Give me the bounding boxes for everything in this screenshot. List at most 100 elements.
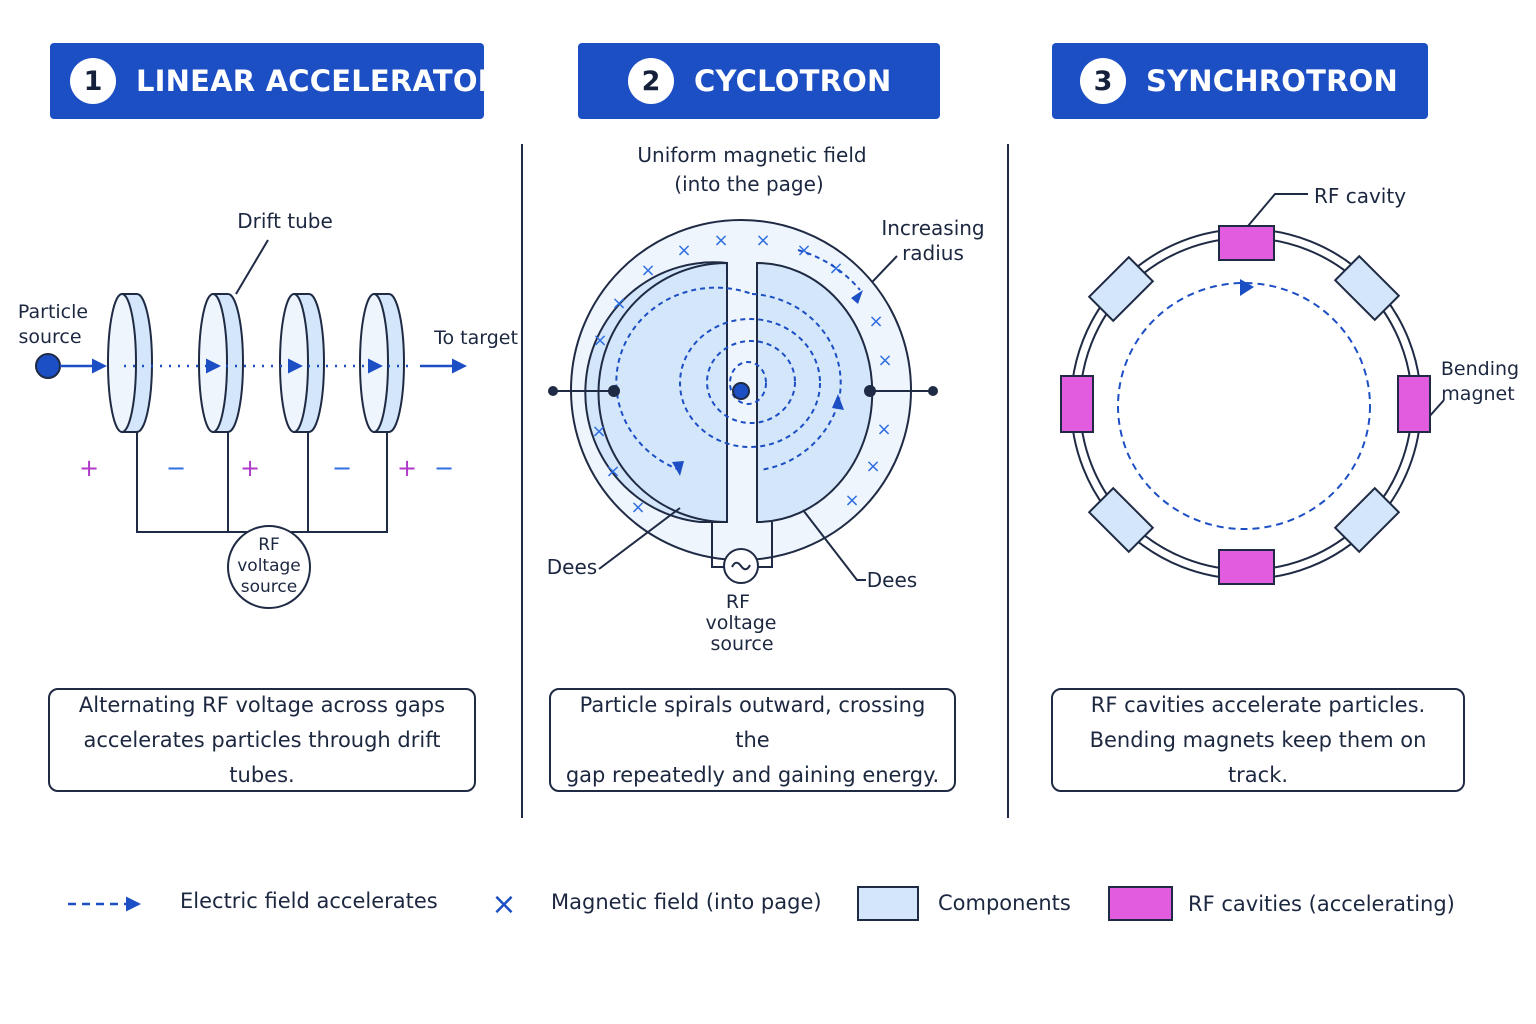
- bending-magnet-label-1: Bending: [1441, 358, 1519, 380]
- panel-title-synchrotron: SYNCHROTRON: [1146, 64, 1398, 98]
- legend-components-label: Components: [938, 891, 1071, 915]
- dees-pointer-left: [598, 507, 681, 570]
- header-synchrotron: 3 SYNCHROTRON: [1052, 43, 1428, 119]
- field-mark-12: ×: [876, 419, 891, 440]
- linac-rf-label-3: source: [241, 577, 297, 597]
- field-mark-14: ×: [865, 456, 880, 477]
- right-dee-contact: [864, 385, 876, 397]
- linac-rf-label-1: RF: [258, 535, 280, 555]
- header-cyclotron: 2 CYCLOTRON: [578, 43, 940, 119]
- polarity-3: +: [240, 454, 260, 482]
- panel-number-2: 2: [628, 58, 674, 104]
- polarity-4: −: [332, 454, 352, 482]
- cyclotron-rf-label-2: voltage: [706, 612, 777, 634]
- right-terminal: [928, 386, 938, 396]
- field-label-line1: Uniform magnetic field: [637, 143, 866, 167]
- bending-magnet-top-right: [1333, 254, 1401, 322]
- panel-number-3: 3: [1080, 58, 1126, 104]
- legend-rf-cavities-label: RF cavities (accelerating): [1188, 892, 1455, 916]
- legend-rf-cavity-swatch: [1108, 886, 1173, 921]
- radius-label-line2: radius: [902, 241, 964, 265]
- cyclotron-ion-source: [732, 382, 750, 400]
- particle-source: [35, 353, 61, 379]
- drift-tube-2: [198, 293, 244, 433]
- header-linear-accelerator: 1 LINEAR ACCELERATOR: [50, 43, 500, 119]
- radius-label-line1: Increasing: [881, 216, 984, 240]
- panel-number-1: 1: [70, 58, 116, 104]
- polarity-1: +: [79, 454, 99, 482]
- polarity-2: −: [166, 454, 186, 482]
- drift-tube-3: [279, 293, 325, 433]
- field-mark-7: ×: [611, 293, 626, 314]
- dees-pointer-right: [802, 509, 866, 581]
- particle-source-label-line2: source: [18, 326, 81, 348]
- field-mark-10: ×: [877, 350, 892, 371]
- field-mark-4: ×: [796, 240, 811, 261]
- caption-cyclotron-line1: Particle spirals outward, crossing the: [579, 692, 926, 752]
- panel-title-linear-accelerator: LINEAR ACCELERATOR: [136, 64, 501, 98]
- legend-magnetic-field-icon: ×: [491, 887, 516, 922]
- field-mark-1: ×: [676, 240, 691, 261]
- field-mark-6: ×: [828, 258, 843, 279]
- rf-cavity-label: RF cavity: [1314, 184, 1406, 208]
- orbit-direction-arrow: [1240, 279, 1254, 296]
- field-mark-13: ×: [605, 461, 620, 482]
- field-mark-16: ×: [844, 490, 859, 511]
- dees-label-left: Dees: [547, 555, 597, 579]
- polarity-6: −: [434, 454, 454, 482]
- field-mark-8: ×: [868, 311, 883, 332]
- rf-cavity-top: [1218, 225, 1275, 261]
- bending-magnet-bottom-left: [1087, 486, 1155, 554]
- spiral-arrow-3: [851, 290, 863, 304]
- legend-electric-field-label: Electric field accelerates: [180, 889, 438, 913]
- spiral-arrow-1: [672, 461, 684, 476]
- drift-tube-4: [359, 293, 405, 433]
- rf-cavity-right: [1397, 375, 1431, 433]
- sine-wave-icon: [731, 561, 751, 571]
- rf-voltage-source-linac: [227, 525, 311, 609]
- bending-magnet-top-left: [1087, 255, 1155, 323]
- beam-orbit: [1117, 282, 1371, 530]
- panel-divider-left: [521, 144, 523, 818]
- caption-synchrotron: RF cavities accelerate particles. Bendin…: [1051, 688, 1465, 792]
- to-target-label: To target: [433, 327, 518, 349]
- rf-cavity-left: [1060, 375, 1094, 433]
- bending-magnet-bottom-right: [1333, 486, 1401, 554]
- rf-wiring-inner: [227, 432, 309, 532]
- bending-magnet-label-2: magnet: [1441, 383, 1514, 405]
- field-mark-15: ×: [630, 497, 645, 518]
- rf-cavity-bottom: [1218, 549, 1275, 585]
- linac-rf-label-2: voltage: [237, 556, 301, 576]
- cyclotron-rf-wiring: [711, 522, 773, 568]
- caption-linac-line1: Alternating RF voltage across gaps: [78, 692, 446, 717]
- synchrotron-diagram: RF cavity Bending magnet: [1060, 184, 1519, 585]
- caption-cyclotron: Particle spirals outward, crossing the g…: [549, 688, 956, 792]
- particle-source-label-line1: Particle: [18, 301, 88, 323]
- polarity-5: +: [397, 454, 417, 482]
- caption-cyclotron-line2: gap repeatedly and gaining energy.: [565, 762, 940, 787]
- legend-components-swatch: [857, 886, 919, 921]
- linac-diagram: Drift tube Particle source To target: [18, 209, 518, 609]
- left-dee-contact: [608, 385, 620, 397]
- spiral-arrow-2: [832, 394, 844, 410]
- caption-linac-line2: accelerates particles through drift tube…: [83, 727, 441, 787]
- field-marks: × × × × × × × × × × × × × × × ×: [591, 230, 892, 518]
- caption-synchrotron-line1: RF cavities accelerate particles.: [1090, 692, 1426, 717]
- field-mark-9: ×: [592, 330, 607, 351]
- cyclotron-diagram: Uniform magnetic field (into the page) I…: [547, 143, 985, 655]
- rf-wiring-outer: [136, 432, 388, 533]
- field-mark-2: ×: [713, 230, 728, 251]
- field-mark-3: ×: [755, 230, 770, 251]
- left-terminal: [548, 386, 558, 396]
- legend: ×: [68, 886, 1173, 922]
- panel-title-cyclotron: CYCLOTRON: [694, 64, 892, 98]
- drift-tube-1: [107, 293, 153, 433]
- drift-tube-pointer: [235, 239, 269, 295]
- legend-magnetic-field-label: Magnetic field (into page): [551, 890, 822, 914]
- cyclotron-rf-label-1: RF: [726, 591, 750, 613]
- dees-label-right: Dees: [867, 568, 917, 592]
- rf-cavity-pointer: [1247, 193, 1308, 227]
- caption-synchrotron-line2: Bending magnets keep them on track.: [1089, 727, 1427, 787]
- drift-tube-label: Drift tube: [237, 209, 333, 233]
